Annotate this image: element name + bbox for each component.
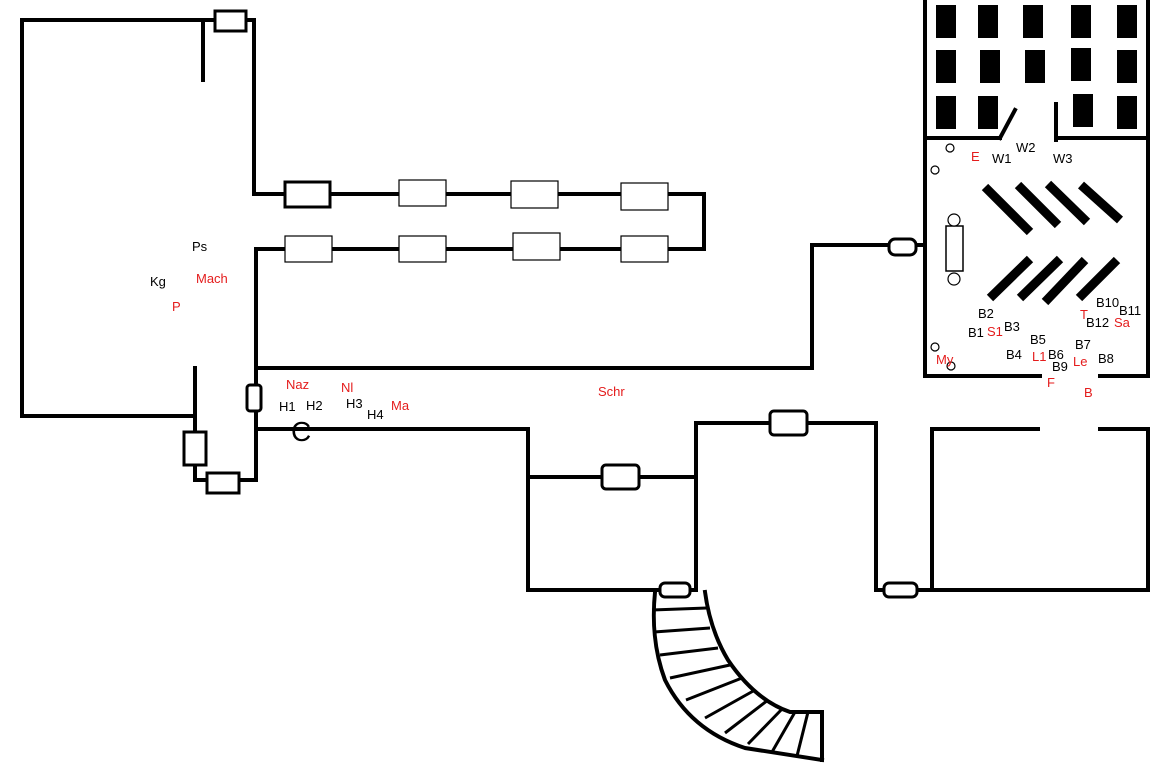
label-b3: B3 [1004,319,1020,334]
label-h1: H1 [279,399,296,414]
label-le: Le [1073,354,1087,369]
label-c: C [291,416,311,447]
label-b2: B2 [978,306,994,321]
label-b11: B11 [1119,303,1141,318]
label-w3: W3 [1053,151,1073,166]
label-f: F [1047,375,1055,390]
label-b4: B4 [1006,347,1022,362]
label-t: T [1080,307,1088,322]
label-mach: Mach [196,271,228,286]
label-b6: B6 [1048,347,1064,362]
doors [182,9,919,599]
label-w2: W2 [1016,140,1036,155]
label-nl: Nl [341,380,353,395]
label-ps: Ps [192,239,208,254]
seating-blocks [936,5,1137,129]
label-sa: Sa [1114,315,1131,330]
label-e: E [971,149,980,164]
label-naz: Naz [286,377,309,392]
label-h3: H3 [346,396,363,411]
label-my: My [936,352,954,367]
label-l1: L1 [1032,349,1046,364]
label-b: B [1084,385,1093,400]
label-h4: H4 [367,407,384,422]
label-b8: B8 [1098,351,1114,366]
label-b9: B9 [1052,359,1068,374]
label-ma: Ma [391,398,410,413]
furniture-details [930,143,964,371]
label-s1: S1 [987,324,1003,339]
label-p: P [172,299,181,314]
label-b5: B5 [1030,332,1046,347]
diagonal-benches [981,180,1124,306]
label-w1: W1 [992,151,1012,166]
label-schr: Schr [598,384,625,399]
label-h2: H2 [306,398,323,413]
label-kg: Kg [150,274,166,289]
curved-staircase [651,589,825,763]
labels: Ps Kg Mach P Naz Nl H1 H2 H3 H4 Ma C Sch… [150,140,1141,447]
label-b7: B7 [1075,337,1091,352]
label-b12: B12 [1086,315,1109,330]
label-b10: B10 [1096,295,1119,310]
walls [20,0,1150,592]
label-b1: B1 [968,325,984,340]
